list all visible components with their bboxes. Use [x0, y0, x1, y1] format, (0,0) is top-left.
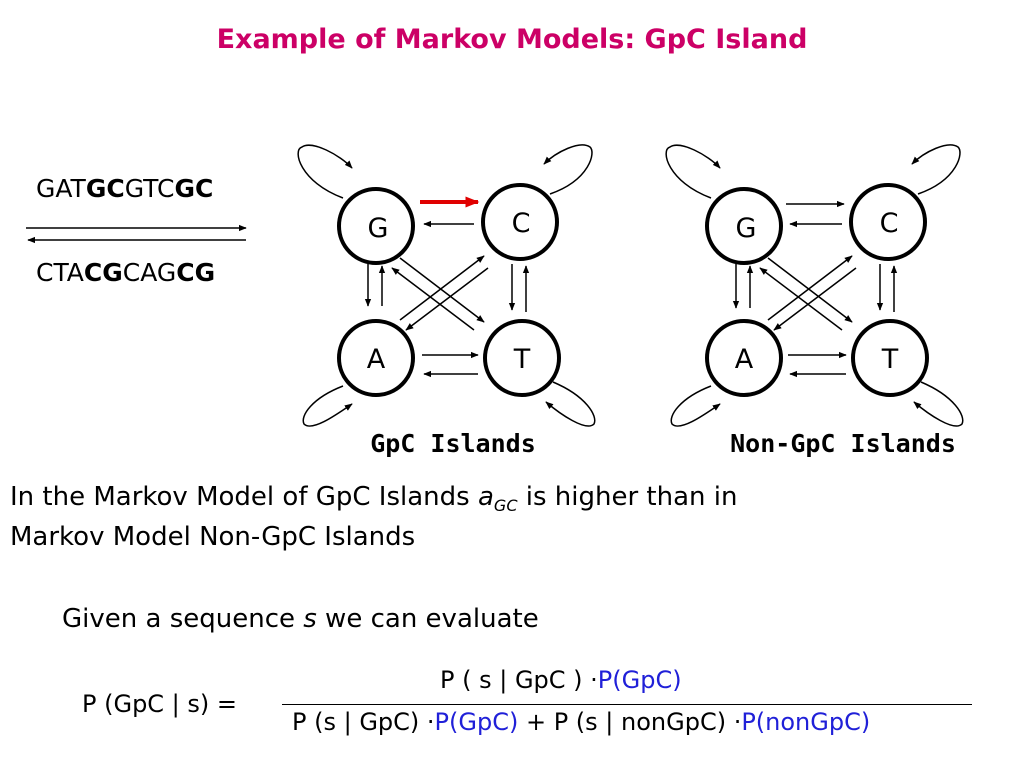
state-node-a: A [705, 319, 783, 397]
seq-bottom-part-d: CG [176, 258, 216, 287]
state-node-c: C [481, 183, 559, 261]
fraction-bar [282, 704, 972, 705]
statement-line-2: Markov Model Non-GpC Islands [10, 522, 416, 552]
given-part-2: we can evaluate [316, 604, 539, 634]
transition-t-g [759, 267, 843, 331]
self-loop-g [665, 144, 721, 199]
self-loop-t [913, 381, 964, 427]
transition-g-t [399, 257, 485, 323]
state-circle-g [337, 187, 415, 265]
state-node-g: G [337, 187, 415, 265]
self-loop-t [545, 381, 596, 427]
state-node-c: C [849, 183, 927, 261]
seq-bottom-part-c: CAG [122, 258, 177, 287]
transition-c-a [405, 267, 489, 331]
self-loop-c [543, 144, 593, 195]
state-node-t: T [483, 319, 561, 397]
state-label-t: T [513, 344, 531, 375]
seq-top-part-d: GC [174, 174, 214, 203]
state-circle-g [705, 187, 783, 265]
transition-t-g [391, 267, 475, 331]
formula-numerator: P ( s | GpC ) ·P(GpC) [440, 666, 682, 694]
seq-bottom-part-a: CTA [36, 258, 84, 287]
state-node-g: G [705, 187, 783, 265]
self-loop-g [297, 144, 353, 199]
sequence-bottom-strand: CTACGCAGCG [36, 258, 215, 287]
self-loop-a [670, 385, 721, 427]
state-label-g: G [736, 213, 757, 244]
caption-gpc-islands: GpC Islands [370, 429, 536, 458]
denominator-part-3: + P (s | nonGpC) · [518, 708, 742, 736]
statement-part-2: is higher than in [517, 482, 738, 512]
state-node-a: A [337, 319, 415, 397]
state-label-a: A [367, 344, 386, 375]
given-part-1: Given a sequence [62, 604, 304, 634]
transition-g-t [767, 257, 853, 323]
statement-line-1: In the Markov Model of GpC Islands aGC i… [10, 482, 737, 515]
self-loop-a [302, 385, 353, 427]
state-label-c: C [512, 208, 531, 239]
denominator-part-1: P (s | GpC) · [292, 708, 435, 736]
a-subscript: GC [493, 496, 518, 516]
state-label-g: G [368, 213, 389, 244]
seq-top-part-a: GAT [36, 174, 86, 203]
state-circle-t [483, 319, 561, 397]
state-circle-c [849, 183, 927, 261]
state-label-a: A [735, 344, 754, 375]
seq-top-part-b: GC [85, 174, 125, 203]
denominator-part-2: P(GpC) [434, 708, 519, 736]
state-label-c: C [880, 208, 899, 239]
formula-lhs: P (GpC | s) = [82, 690, 238, 718]
transition-c-a [773, 267, 857, 331]
seq-bottom-part-b: CG [83, 258, 123, 287]
diagram-non-gpc: G C A T Non-GpC Islands [665, 144, 964, 458]
given-text: Given a sequence s we can evaluate [62, 604, 539, 634]
caption-non-gpc-islands: Non-GpC Islands [730, 429, 956, 458]
formula-denominator: P (s | GpC) ·P(GpC) + P (s | nonGpC) ·P(… [292, 708, 870, 736]
seq-top-part-c: GTC [124, 174, 175, 203]
self-loop-c [911, 144, 961, 195]
diagram-gpc: G C A T GpC Islands [297, 144, 596, 458]
sequence-top-strand: GATGCGTCGC [36, 174, 213, 203]
numerator-black: P ( s | GpC ) · [440, 666, 598, 694]
state-circle-t [851, 319, 929, 397]
numerator-blue: P(GpC) [597, 666, 682, 694]
transition-a-c [767, 255, 853, 321]
state-label-t: T [881, 344, 899, 375]
state-circle-a [337, 319, 415, 397]
state-circle-c [481, 183, 559, 261]
given-s: s [303, 604, 317, 634]
transition-a-c [399, 255, 485, 321]
statement-part-1: In the Markov Model of GpC Islands [10, 482, 478, 512]
state-circle-a [705, 319, 783, 397]
state-node-t: T [851, 319, 929, 397]
a-symbol: a [477, 482, 494, 512]
slide-title: Example of Markov Models: GpC Island [216, 24, 808, 55]
denominator-part-4: P(nonGpC) [741, 708, 871, 736]
